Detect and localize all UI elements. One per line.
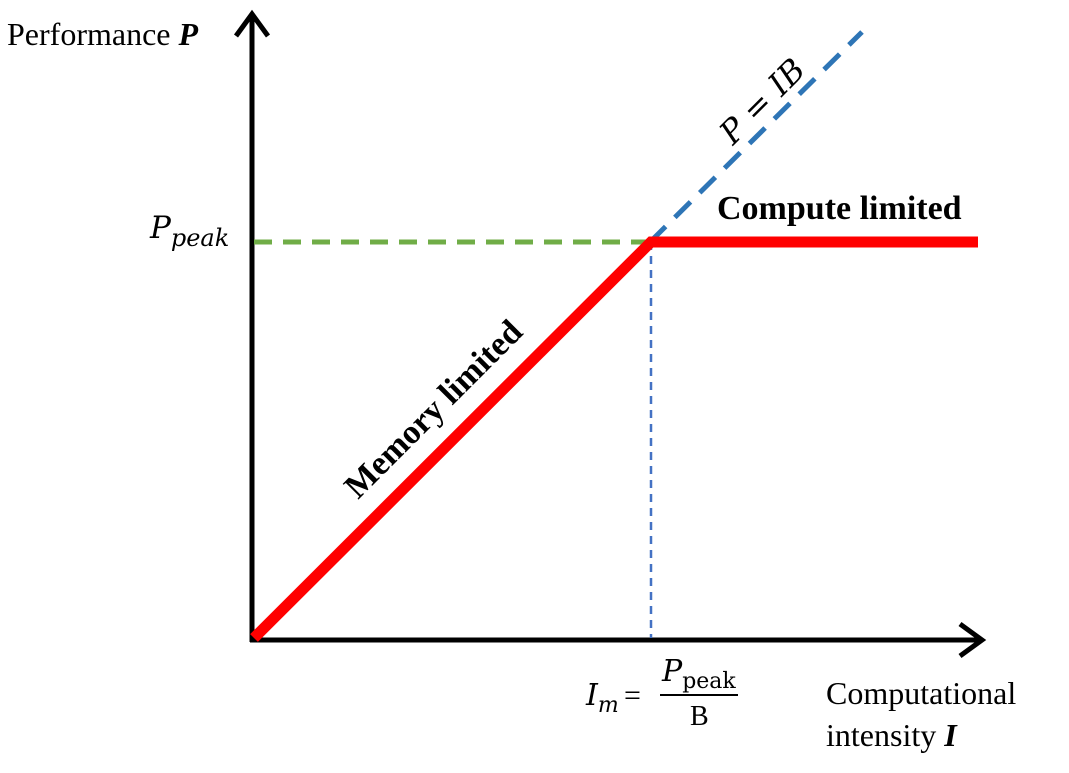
x-axis-title-line2: intensity I: [826, 717, 958, 753]
ridge-lhs-subscript: m: [598, 693, 619, 718]
y-axis-title: Performance P: [7, 16, 198, 52]
ridge-numerator-subscript: peak: [682, 669, 736, 694]
ridge-numerator: Ppeak: [661, 654, 736, 694]
bandwidth-line: [648, 30, 864, 244]
x-axis-arrowhead: [958, 621, 987, 659]
roofline: [250, 236, 978, 642]
peak-label-symbol: P: [149, 210, 172, 246]
ridge-point-label: Im = Ppeak B: [585, 654, 738, 732]
ridge-numerator-symbol: P: [661, 654, 683, 689]
peak-label: Ppeak: [149, 210, 229, 252]
y-axis-title-prefix: Performance: [7, 16, 178, 52]
ridge-equals: =: [624, 679, 641, 712]
peak-label-subscript: peak: [171, 224, 229, 252]
memory-limited-label: Memory limited: [337, 313, 529, 505]
bandwidth-line-label: P = IB: [711, 51, 813, 153]
ridge-lhs-symbol: I: [585, 678, 599, 713]
y-axis-title-symbol: P: [177, 16, 198, 52]
ridge-denominator: B: [690, 701, 709, 732]
compute-limited-label: Compute limited: [717, 190, 962, 227]
y-axis-arrowhead: [233, 9, 271, 38]
x-axis-title-symbol: I: [943, 717, 958, 753]
x-axis-title-line1: Computational: [826, 675, 1016, 711]
x-axis-title-prefix: intensity: [826, 717, 944, 753]
ridge-lhs: Im: [585, 678, 619, 718]
